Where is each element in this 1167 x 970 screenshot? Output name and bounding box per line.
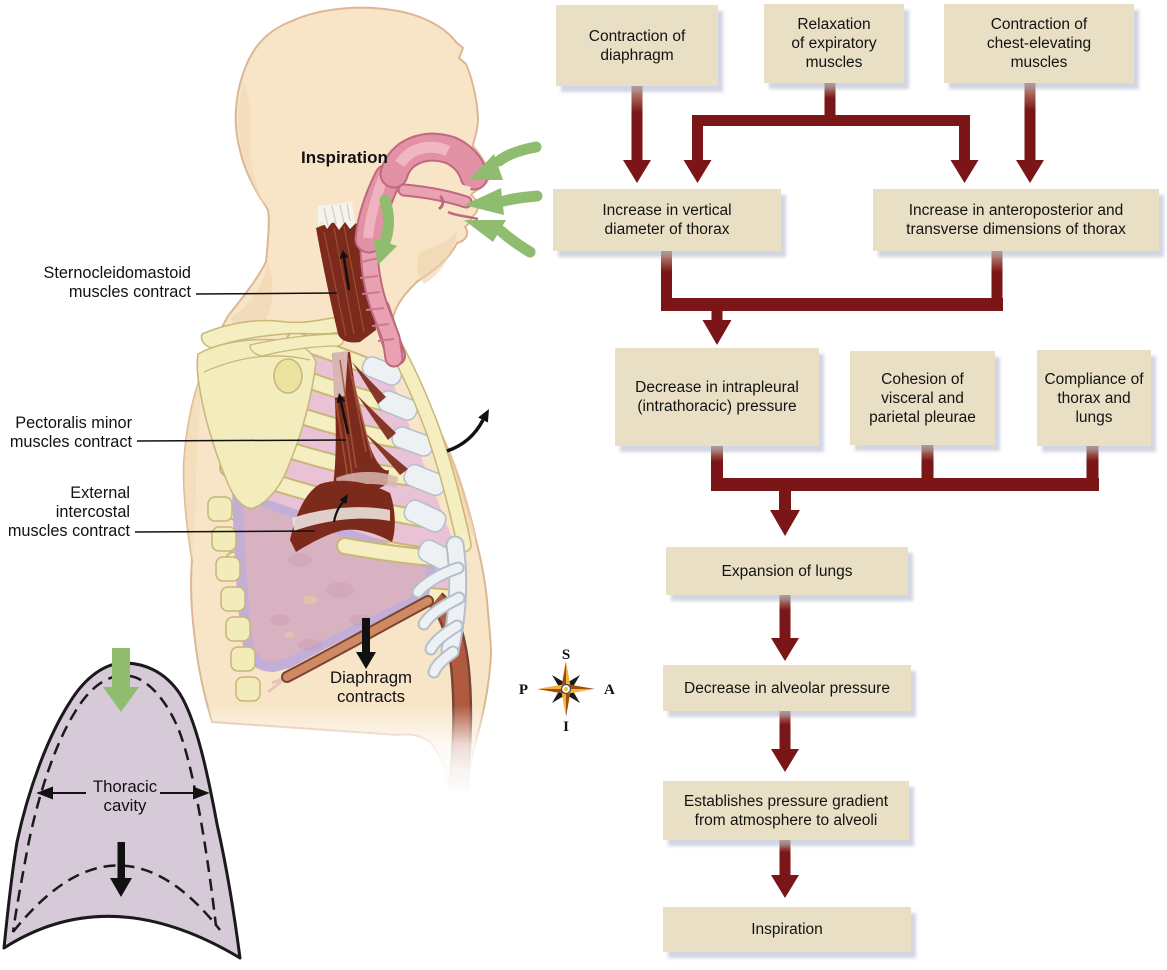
- svg-text:P: P: [519, 682, 528, 698]
- svg-text:I: I: [563, 719, 569, 735]
- svg-text:A: A: [604, 682, 615, 698]
- svg-text:S: S: [562, 647, 570, 663]
